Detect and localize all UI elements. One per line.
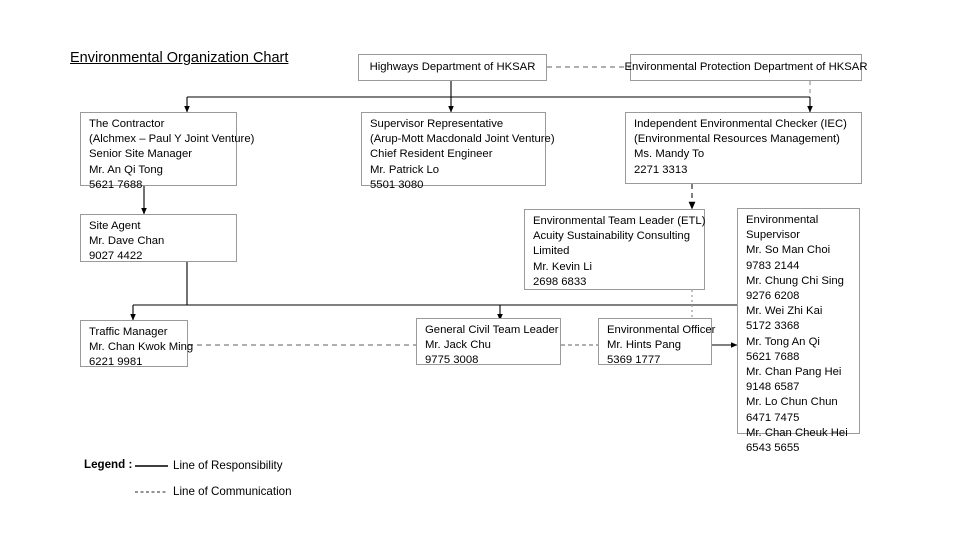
node-supervisor-representative[interactable]: Supervisor Representative (Arup-Mott Mac… bbox=[361, 112, 555, 191]
page-title: Environmental Organization Chart bbox=[70, 50, 289, 66]
node-highways-department[interactable]: Highways Department of HKSAR bbox=[358, 54, 547, 81]
node-traffic-manager[interactable]: Traffic Manager Mr. Chan Kwok Ming 6221 … bbox=[80, 320, 193, 368]
legend-heading: Legend : bbox=[84, 458, 133, 471]
node-environmental-team-leader[interactable]: Environmental Team Leader (ETL) Acuity S… bbox=[524, 209, 705, 290]
node-epd[interactable]: Environmental Protection Department of H… bbox=[625, 54, 868, 81]
node-independent-environmental-checker[interactable]: Independent Environmental Checker (IEC) … bbox=[625, 112, 862, 184]
node-environmental-officer[interactable]: Environmental Officer Mr. Hints Pang 536… bbox=[598, 318, 715, 366]
legend-responsibility-label: Line of Responsibility bbox=[173, 459, 283, 472]
node-site-agent[interactable]: Site Agent Mr. Dave Chan 9027 4422 bbox=[80, 214, 237, 262]
node-contractor[interactable]: The Contractor (Alchmex – Paul Y Joint V… bbox=[80, 112, 254, 191]
node-environmental-supervisor[interactable]: Environmental Supervisor Mr. So Man Choi… bbox=[737, 208, 860, 454]
node-general-civil-team-leader[interactable]: General Civil Team Leader Mr. Jack Chu 9… bbox=[416, 318, 561, 366]
legend-communication-label: Line of Communication bbox=[173, 485, 292, 498]
